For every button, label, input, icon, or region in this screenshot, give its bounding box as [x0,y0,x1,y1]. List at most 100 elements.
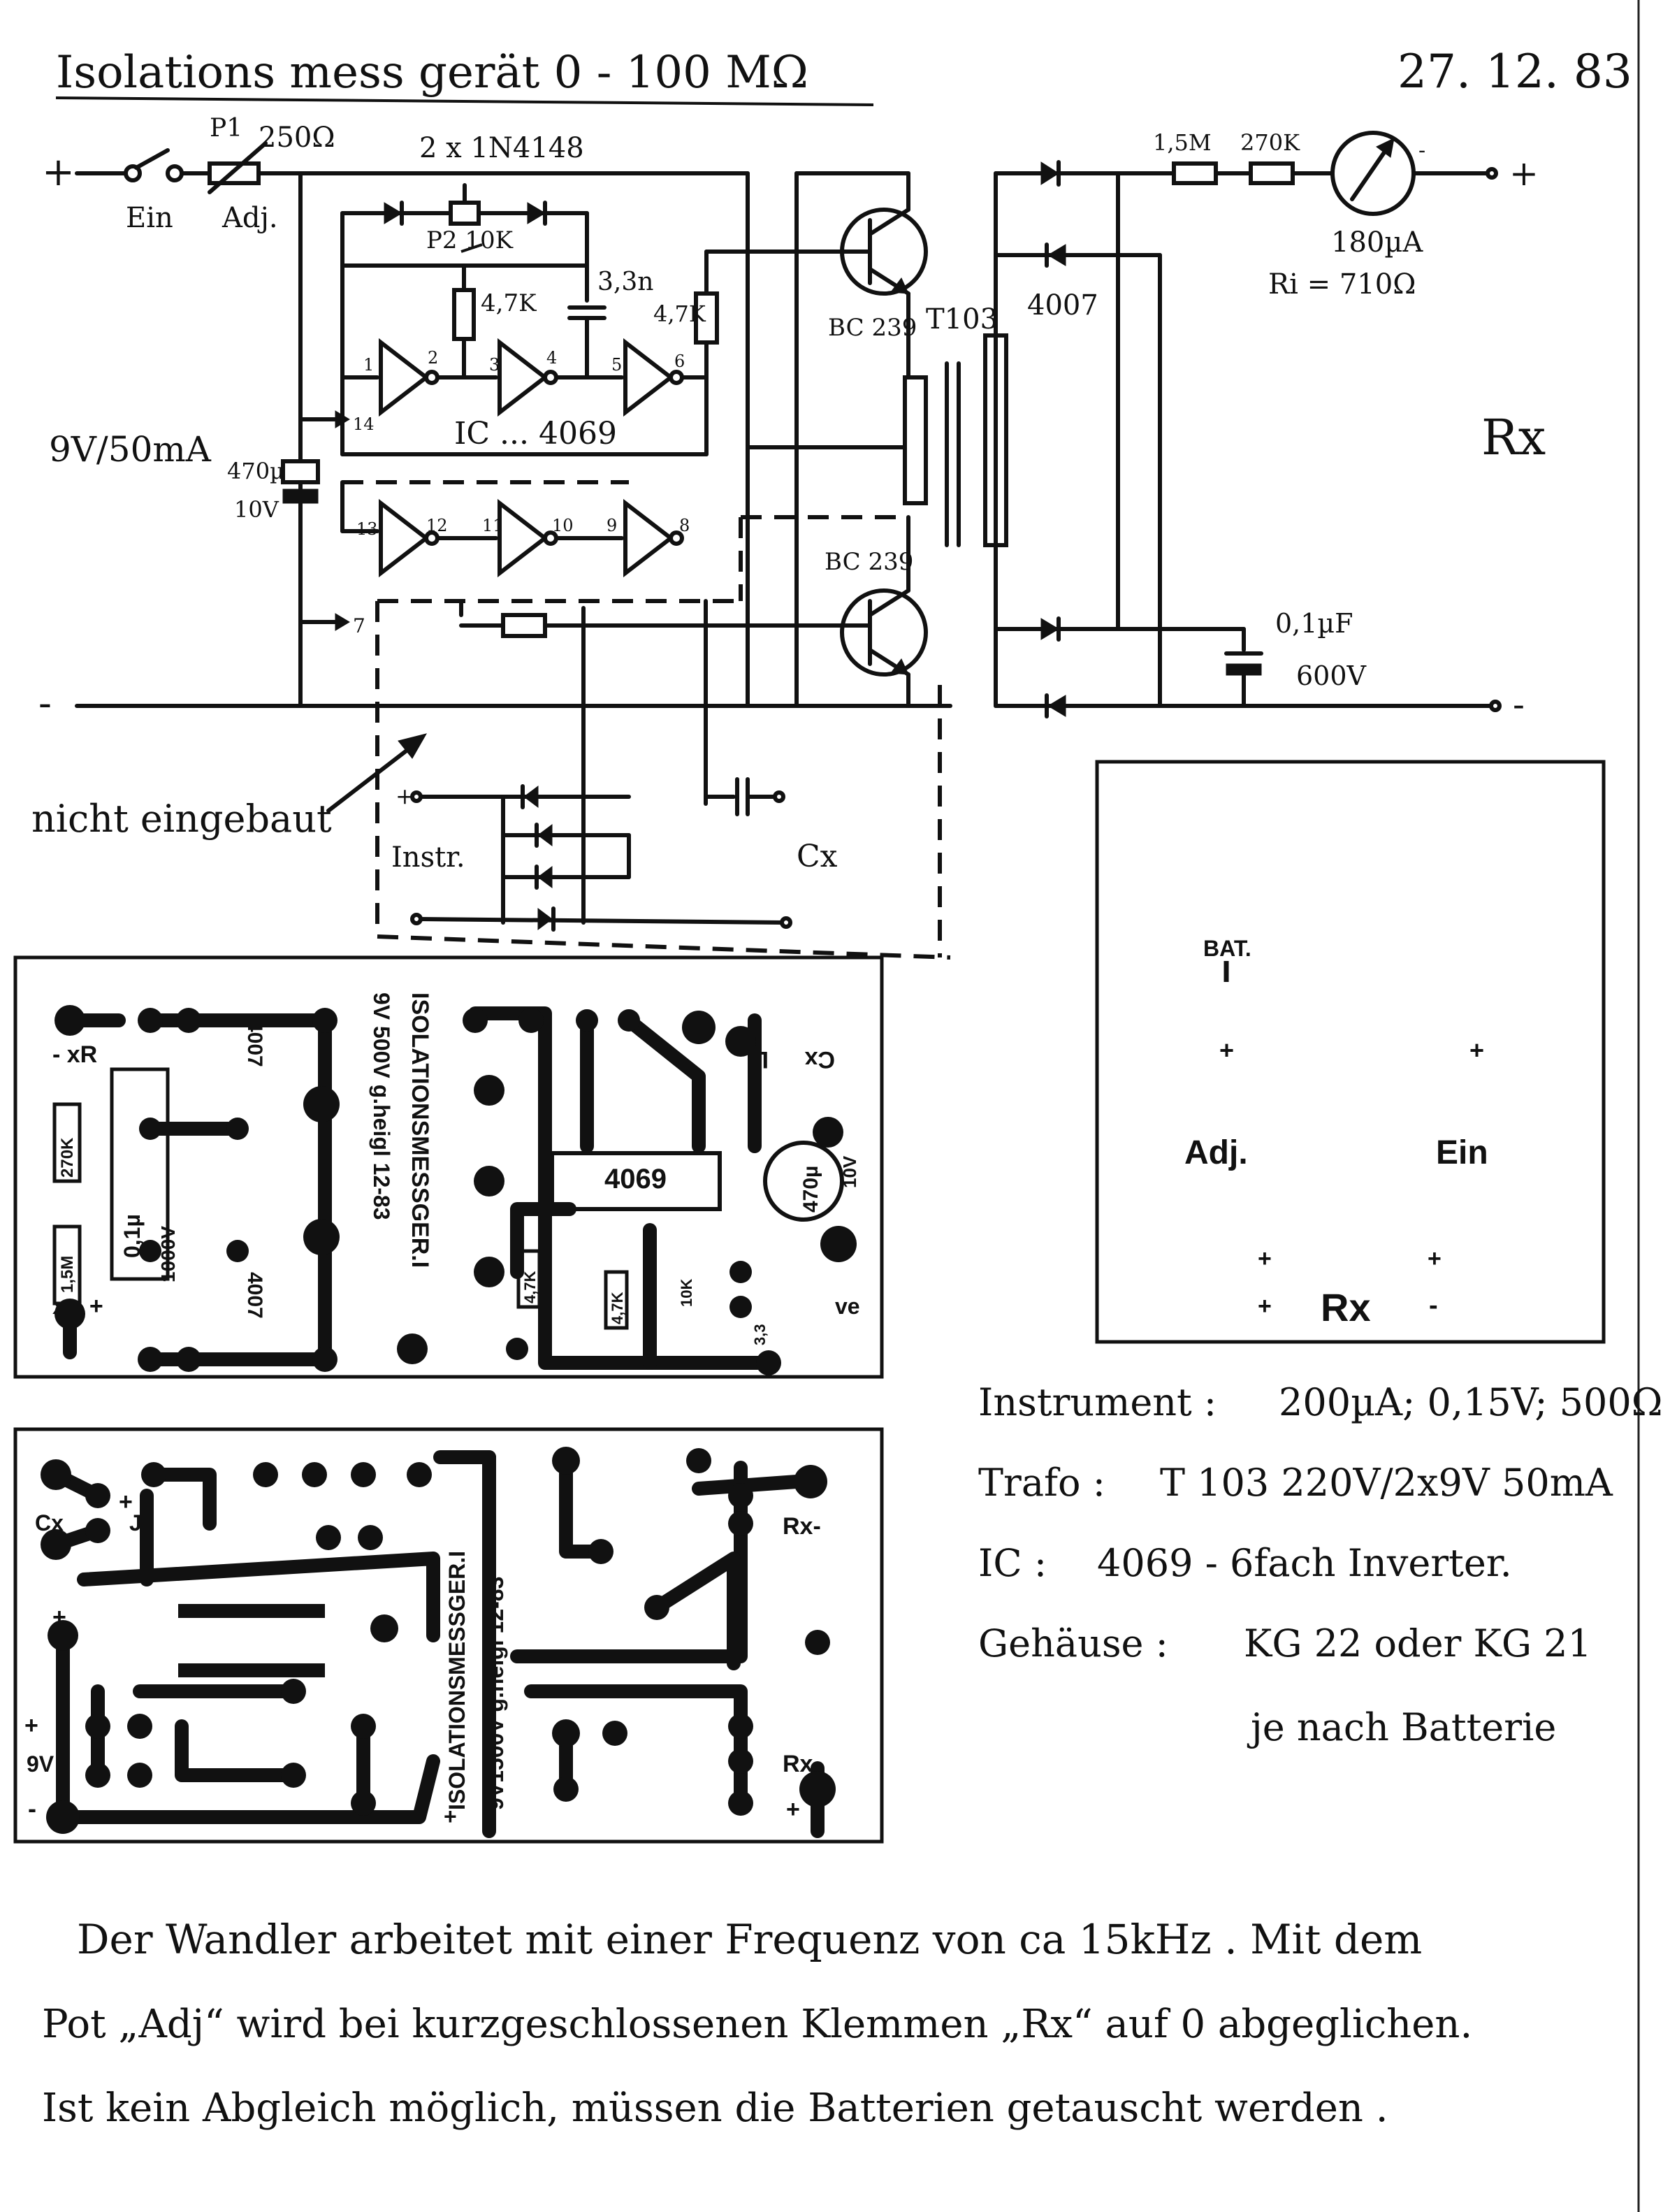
pcb1-cap10v: 10V [839,1155,860,1188]
spec-4-value: je nach Batterie [1247,1705,1556,1749]
pcb1-board-text: ISOLATIONSMESSGER.I [407,992,433,1268]
spec-list: Instrument : 200µA; 0,15V; 500Ω Trafo : … [978,1380,1663,1749]
page-title: Isolations mess gerät 0 - 100 MΩ [56,47,808,99]
r1-value: 4,7K [481,289,537,317]
panel-plus-3: + [1258,1245,1272,1272]
output-plus-label: + [1509,153,1539,194]
pin-9: 9 [607,516,617,535]
panel-plus-2: + [1469,1036,1484,1064]
pin-2: 2 [428,348,438,368]
pcb1-r270k: 270K [58,1137,77,1178]
pin-10: 10 [552,516,574,535]
pin-1: 1 [363,355,374,375]
pin-3: 3 [489,355,500,375]
panel-plus-4: + [1428,1245,1442,1272]
pcb-copper-side: Cx J + + + 9V - Rx- Rx + ISOLATIONSMESSG… [13,1427,884,1844]
spec-1-value: T 103 220V/2x9V 50mA [1160,1461,1613,1505]
panel-adj-label: Adj. [1184,1134,1248,1171]
cap-out-value: 0,1µF [1275,608,1353,639]
pcb2-9v: 9V [27,1751,55,1777]
pin-7: 7 [353,614,365,637]
p1-value: 250Ω [259,122,335,154]
pin-5: 5 [611,355,622,375]
switch-label: Ein [126,202,173,234]
pin-8: 8 [679,516,690,535]
meter-minus-label: - [1418,138,1425,163]
pcb1-board-text-2: 9V 500V g.heigl 12-83 [369,992,394,1220]
pin-11: 11 [482,516,504,535]
pcb1-r47k-1: 4,7K [521,1271,539,1303]
pcb1-cap470: 470µ [799,1166,822,1213]
note-line-2: Pot „Adj“ wird bei kurzgeschlossenen Kle… [42,2002,1472,2047]
panel-bat-label: BAT. [1203,936,1251,961]
pin-4: 4 [546,348,557,368]
pcb2-plus-4: + [786,1796,800,1823]
pin-13: 13 [356,519,378,539]
rectifier-diode-label: 4007 [1027,289,1098,321]
panel-plus-5: + [1258,1293,1272,1320]
page-date: 27. 12. 83 [1397,45,1632,99]
pcb1-p10k: 10K [678,1279,695,1307]
transistor-bottom-label: BC 239 [825,548,913,576]
pcb2-pads [41,1447,836,1834]
pcb1-pads [55,1005,857,1375]
pcb1-diode-2: 4007 [243,1272,266,1319]
panel-plus-1: + [1219,1036,1234,1064]
spec-3-key: Gehäuse : [978,1621,1168,1665]
pcb1-rx-minus: - xR [52,1041,97,1068]
r-series-1-label: 1,5M [1153,129,1212,156]
spec-2-value: 4069 - 6fach Inverter. [1097,1541,1512,1585]
adj-label: Adj. [222,202,278,234]
note-line-1: Der Wandler arbeitet mit einer Frequenz … [77,1916,1422,1963]
spec-3-value: KG 22 oder KG 21 [1244,1621,1592,1665]
pcb1-r15m: 1,5M [58,1256,77,1293]
pcb1-c33: 3,3 [751,1324,769,1345]
output-minus-label: - [1513,684,1525,725]
front-panel: BAT. + + Adj. Ein + + + Rx - [1095,760,1606,1344]
diodes-label: 2 x 1N4148 [419,132,584,164]
pcb2-minus: - [28,1794,36,1823]
r2-value: 4,7K [653,301,706,327]
meter-ri-label: Ri = 710Ω [1268,268,1416,301]
ic-label: IC ... 4069 [454,416,617,451]
pcb2-plus-1: + [119,1489,133,1515]
pcb1-cx: Cx [804,1046,835,1073]
transformer-label: T103 [926,303,998,335]
pcb2-j: J [129,1510,142,1535]
cap-out-voltage: 600V [1296,660,1367,691]
pcb1-ic: 4069 [604,1164,667,1194]
pin-14: 14 [353,414,375,434]
spec-0-value: 200µA; 0,15V; 500Ω [1279,1380,1663,1424]
pcb1-diode-1: 4007 [243,1020,266,1067]
pcb-component-side: - xR xR + 270K 1,5M 0,1µ 1000V 4007 4007… [13,955,884,1379]
pcb2-plus-3: + [24,1712,38,1739]
note-line-3: Ist kein Abgleich möglich, müssen die Ba… [42,2086,1388,2131]
input-plus-label: + [42,150,75,195]
cap-10v-value: 10V [234,496,279,523]
supply-label: 9V/50mA [49,429,212,470]
p1-label: P1 [210,114,242,143]
spec-0-key: Instrument : [978,1380,1217,1424]
cap-470-value: 470µ [227,458,284,484]
c1-value: 3,3n [597,268,653,296]
spec-2-key: IC : [978,1541,1047,1585]
transistor-top-label: BC 239 [828,314,917,342]
p2-label: P2 10K [426,226,514,254]
rx-schematic-label: Rx [1481,409,1546,466]
spec-1-key: Trafo : [978,1461,1105,1505]
r-series-2-label: 270K [1240,129,1300,156]
pcb2-rx-plus: Rx [783,1751,813,1777]
minus-left-label: - [38,681,52,726]
panel-minus: - [1429,1291,1438,1320]
instr-plus-label: + [395,783,414,809]
not-installed-label: nicht eingebaut [31,797,332,841]
pcb1-ve: ve [835,1294,860,1319]
pin-6: 6 [674,352,685,371]
schematic: + Ein P1 250Ω Adj. 2 x 1N4148 P2 10K [31,114,1546,960]
cx-label: Cx [797,839,838,874]
pcb1-r47k-2: 4,7K [609,1292,626,1324]
panel-ein-label: Ein [1436,1134,1488,1171]
panel-rx-label: Rx [1321,1285,1371,1329]
meter-current-label: 180µA [1331,226,1423,259]
